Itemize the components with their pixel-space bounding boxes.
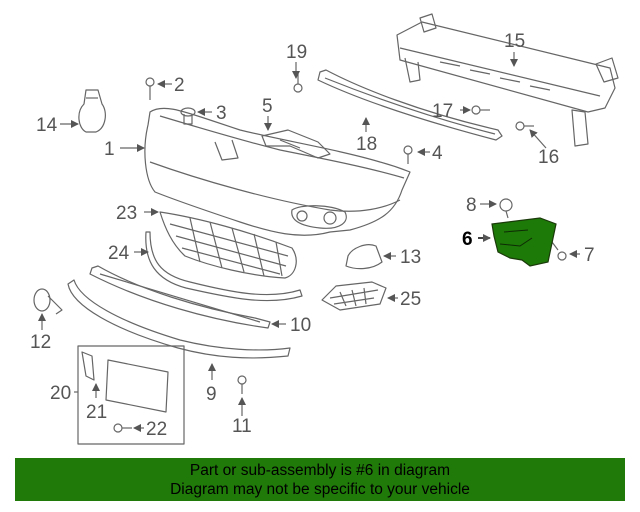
callout-6: 6 [462,229,473,250]
leader-lines [38,52,580,432]
fasteners [113,74,567,433]
callout-21: 21 [86,402,107,423]
part-24-trim-strip [145,231,303,302]
callout-9: 9 [206,384,217,405]
callout-23: 23 [116,203,137,224]
part-6-highlighted-bracket [478,217,557,267]
part-1-bumper-cover [144,107,411,236]
callout-25: 25 [400,289,421,310]
callout-22: 22 [146,419,167,440]
part-10-lower-spoiler [89,265,271,329]
callout-19: 19 [286,42,307,63]
callout-20: 20 [50,383,71,404]
callout-5: 5 [262,96,273,117]
callout-17: 17 [432,101,453,122]
banner-line-disclaimer: Diagram may not be specific to your vehi… [170,481,470,498]
banner-line-part: Part or sub-assembly is #6 in diagram [189,462,451,479]
part-14-seal [78,89,106,133]
part-25-fog-grille [321,281,387,311]
callout-16: 16 [538,147,559,168]
callout-7: 7 [584,245,595,266]
callout-8: 8 [466,195,477,216]
callout-11: 11 [232,416,252,437]
callout-3: 3 [216,103,227,124]
part-5-bracket [261,129,331,159]
part-9-lower-molding [67,279,291,359]
part-20-plate-kit [77,345,185,445]
part-12-tow-cap [33,288,63,315]
part-15-reinforcement-bar [396,13,619,147]
callout-1: 1 [104,139,115,160]
callout-13: 13 [400,247,421,268]
part-18-energy-absorber [317,69,503,141]
part-23-lower-grille [159,211,297,279]
callout-18: 18 [356,134,377,155]
info-banner: Part or sub-assembly is #6 in diagram Di… [15,458,625,501]
callout-2: 2 [174,75,185,96]
part-13-cover [345,244,383,270]
callout-4: 4 [432,143,443,164]
callout-10: 10 [290,315,311,336]
callout-12: 12 [30,332,51,353]
callout-24: 24 [108,243,130,264]
callout-15: 15 [504,31,525,52]
callout-labels: 1 2 3 4 5 6 7 8 9 10 11 12 13 14 15 16 1… [30,31,595,440]
callout-14: 14 [36,115,58,136]
